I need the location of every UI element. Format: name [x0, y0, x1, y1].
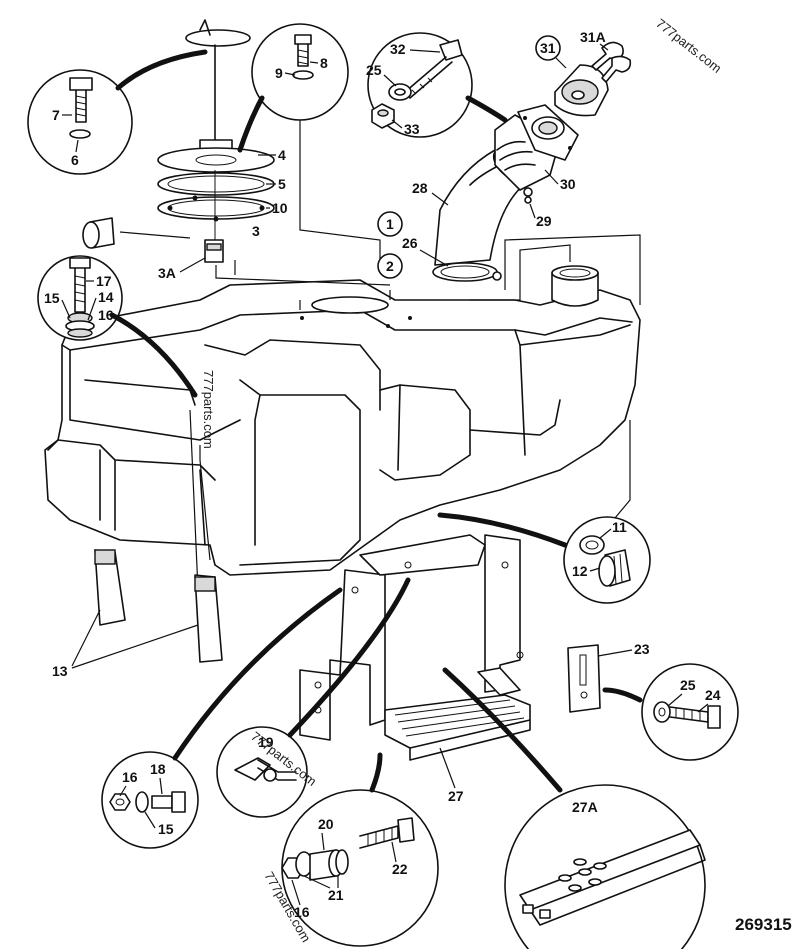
fuel-cap-with-keys [554, 41, 632, 117]
label-25b: 25 [680, 677, 696, 693]
mounting-brackets [94, 534, 601, 761]
detail-connectors [109, 49, 643, 793]
label-22: 22 [392, 861, 408, 877]
filler-hose-assembly [432, 104, 579, 282]
label-1: 1 [386, 216, 394, 232]
label-6: 6 [71, 152, 79, 168]
label-17: 17 [96, 273, 112, 289]
label-9: 9 [275, 65, 283, 81]
fuel-tank [44, 265, 641, 576]
detail-circle-bolt-washer [27, 69, 133, 175]
label-31: 31 [540, 40, 556, 56]
label-29: 29 [536, 213, 552, 229]
ref-circles [377, 211, 403, 279]
label-32: 32 [390, 41, 406, 57]
label-13: 13 [52, 663, 68, 679]
label-3a: 3A [158, 265, 176, 281]
label-14: 14 [98, 289, 114, 305]
label-15b: 15 [158, 821, 174, 837]
label-21: 21 [328, 887, 344, 903]
label-30: 30 [560, 176, 576, 192]
label-12: 12 [572, 563, 588, 579]
label-24: 24 [705, 687, 721, 703]
detail-circle-clip [216, 726, 308, 818]
label-2: 2 [386, 258, 394, 274]
drawing-number: 269315 [735, 915, 792, 934]
label-3: 3 [252, 223, 260, 239]
detail-circle-bolt-washer-right [641, 663, 739, 761]
label-11: 11 [612, 519, 627, 535]
drain-plug [82, 217, 115, 249]
label-28: 28 [412, 180, 428, 196]
label-27a: 27A [572, 799, 598, 815]
label-31a: 31A [580, 29, 606, 45]
label-16c: 16 [294, 904, 310, 920]
fuel-sender-assembly [157, 19, 275, 263]
label-7: 7 [52, 107, 60, 123]
label-25: 25 [366, 62, 382, 78]
label-18: 18 [150, 761, 166, 777]
label-27: 27 [448, 788, 464, 804]
leader-lines [119, 45, 641, 591]
callout-circle-31 [535, 35, 561, 61]
label-33: 33 [404, 121, 420, 137]
label-5: 5 [278, 176, 286, 192]
watermark-tank: 777parts.com [201, 370, 216, 449]
label-16b: 16 [122, 769, 138, 785]
watermark-top-right: 777parts.com [653, 16, 724, 76]
detail-circle-step-tube [504, 784, 706, 949]
detail-circle-bolt-nut [367, 32, 473, 138]
label-26: 26 [402, 235, 418, 251]
label-16: 16 [98, 307, 114, 323]
part-labels: 7 6 9 8 4 5 10 3 3A 17 15 14 16 1 2 26 2… [44, 29, 721, 920]
label-20: 20 [318, 816, 334, 832]
label-10: 10 [272, 200, 288, 216]
label-8: 8 [320, 55, 328, 71]
detail-circle-bolt-assembly [37, 255, 123, 341]
detail-circle-nut-bolt [101, 751, 199, 849]
label-23: 23 [634, 641, 650, 657]
detail-circle-screw-washer [251, 23, 349, 121]
label-4: 4 [278, 147, 286, 163]
label-15: 15 [44, 290, 60, 306]
label-19: 19 [258, 734, 274, 750]
detail-circle-drain-plug [563, 516, 651, 604]
